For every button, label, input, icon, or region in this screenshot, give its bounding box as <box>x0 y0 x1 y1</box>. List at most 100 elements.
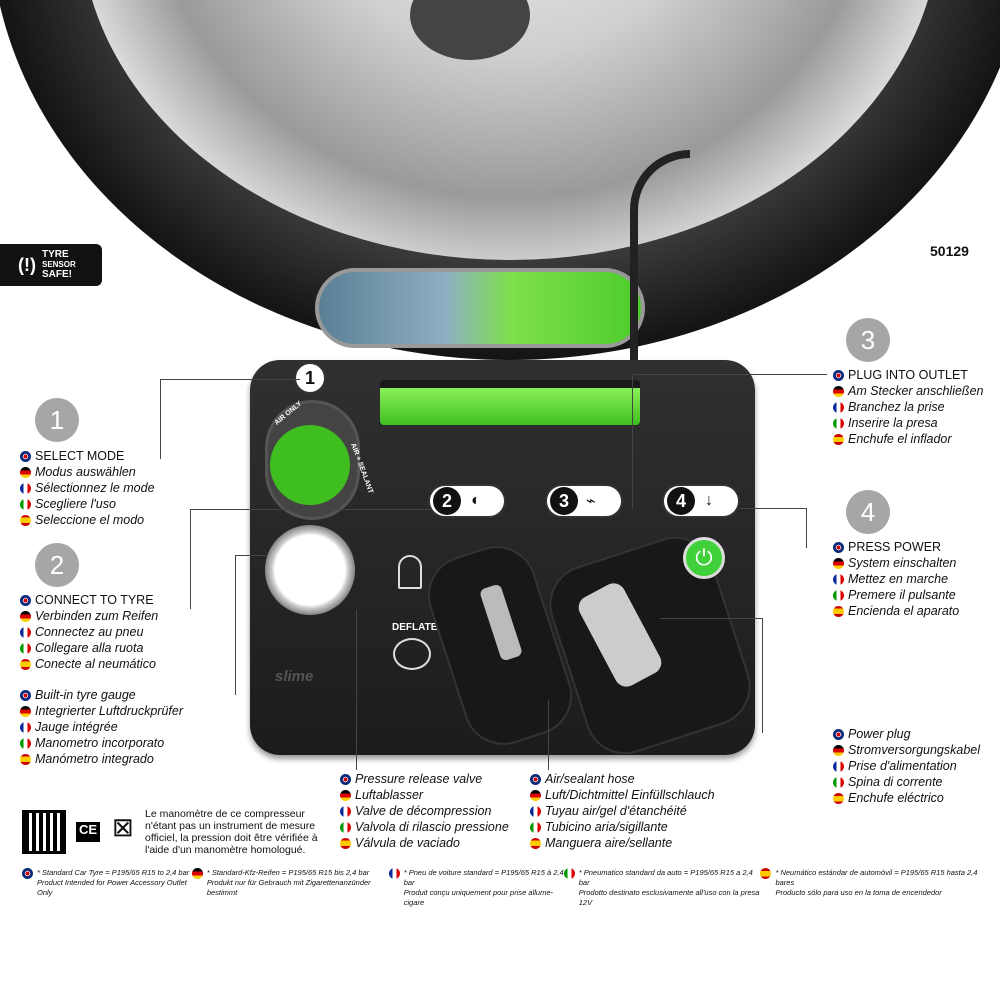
de-flag-icon <box>20 705 31 717</box>
list-item: Verbinden zum Reifen <box>20 608 158 624</box>
footer-note: * Neumático estándar de automóvil = P195… <box>760 868 982 908</box>
it-flag-icon <box>833 776 844 788</box>
list-item: Valve de décompression <box>340 803 509 819</box>
step-4-marker: 4↓ <box>662 484 740 518</box>
fr-flag-icon <box>340 805 351 817</box>
weee-bin-icon: ⊠ <box>112 812 134 842</box>
uk-flag-icon <box>833 541 844 553</box>
es-flag-icon <box>20 753 31 765</box>
item-text: Verbinden zum Reifen <box>35 609 159 623</box>
it-flag-icon <box>833 417 844 429</box>
list-item: Power plug <box>833 726 980 742</box>
fr-flag-icon <box>20 626 31 638</box>
item-text: Tuyau air/gel d'étanchéité <box>545 804 687 818</box>
list-item: Válvula de vaciado <box>340 835 509 851</box>
item-text: Power plug <box>848 727 911 741</box>
leader-line <box>356 610 357 770</box>
list-item: Manguera aire/sellante <box>530 835 715 851</box>
leader-line <box>740 508 806 509</box>
footer-note: * Standard Car Tyre = P195/65 R15 to 2,4… <box>22 868 192 908</box>
fr-flag-icon <box>833 760 844 772</box>
fr-flag-icon <box>20 482 31 494</box>
step-number: 4 <box>667 487 695 515</box>
leader-line <box>762 618 763 733</box>
item-text: Enchufe el inflador <box>848 432 952 446</box>
item-text: Enchufe eléctrico <box>848 791 944 805</box>
rim-hub <box>410 0 530 60</box>
item-text: Valvola di rilascio pressione <box>355 820 509 834</box>
deflate-label: DEFLATE <box>392 622 438 633</box>
leader-line <box>806 508 807 548</box>
list-item: System einschalten <box>833 555 959 571</box>
item-text: Manómetro integrado <box>35 752 154 766</box>
list-item: Mettez en marche <box>833 571 959 587</box>
uk-flag-icon <box>530 773 541 785</box>
step-2-number: 2 <box>35 543 79 587</box>
leader-line <box>632 374 633 509</box>
badge-line: SENSOR <box>41 260 76 269</box>
list-item: Am Stecker anschließen <box>833 383 983 399</box>
list-item: Pressure release valve <box>340 771 509 787</box>
list-item: Sélectionnez le mode <box>20 480 155 496</box>
de-flag-icon <box>20 466 31 478</box>
es-flag-icon <box>530 837 541 849</box>
footer-note: * Pneumatico standard da auto = P195/65 … <box>563 868 761 908</box>
it-flag-icon <box>20 737 31 749</box>
footer-line: * Neumático estándar de automóvil = P195… <box>775 868 978 887</box>
item-text: Seleccione el modo <box>35 513 145 527</box>
list-item: Conecte al neumático <box>20 656 158 672</box>
es-flag-icon <box>833 433 844 445</box>
list-item: Tubicino aria/sigillante <box>530 819 715 835</box>
list-item: Stromversorgungskabel <box>833 742 980 758</box>
item-text: Am Stecker anschließen <box>848 384 984 398</box>
list-item: Valvola di rilascio pressione <box>340 819 509 835</box>
fr-flag-icon <box>833 573 844 585</box>
list-item: Inserire la presa <box>833 415 983 431</box>
green-handle <box>380 380 640 425</box>
qr-code[interactable] <box>22 810 66 854</box>
brand-logo: slime <box>275 668 314 685</box>
list-item: Encienda el aparato <box>833 603 959 619</box>
it-flag-icon <box>563 868 575 879</box>
list-item: SELECT MODE <box>20 448 155 464</box>
sealant-cutaway-window <box>315 268 645 348</box>
power-icon: ⏻ <box>695 545 713 570</box>
de-flag-icon <box>191 868 203 879</box>
power-button[interactable]: ⏻ <box>683 537 725 579</box>
item-text: Scegliere l'uso <box>35 497 116 511</box>
item-text: Prise d'alimentation <box>848 759 957 773</box>
leader-line <box>160 379 300 380</box>
footer-notes: * Standard Car Tyre = P195/65 R15 to 2,4… <box>22 868 982 908</box>
list-item: Integrierter Luftdruckprüfer <box>20 703 183 719</box>
list-item: Built-in tyre gauge <box>20 687 183 703</box>
plug-icon: ⌁ <box>586 493 596 510</box>
step-number: 3 <box>550 487 578 515</box>
fr-flag-icon <box>388 868 400 879</box>
leader-line <box>235 555 236 695</box>
step-2-marker: 2◐ <box>428 484 506 518</box>
es-flag-icon <box>833 792 844 804</box>
list-item: Enchufe eléctrico <box>833 790 980 806</box>
uk-flag-icon <box>833 369 844 381</box>
footer-line: * Pneumatico standard da auto = P195/65 … <box>578 868 753 887</box>
uk-flag-icon <box>20 594 31 606</box>
footer-line: Producto sólo para uso en la toma de enc… <box>775 888 942 897</box>
footer-line: Prodotto destinato esclusivamente all'us… <box>578 888 760 907</box>
list-item: Luftablasser <box>340 787 509 803</box>
de-flag-icon <box>833 744 844 756</box>
deflate-gauge-icon[interactable] <box>393 638 431 670</box>
uk-flag-icon <box>20 450 31 462</box>
mode-dial[interactable] <box>270 425 350 505</box>
de-flag-icon <box>833 557 844 569</box>
list-item: Tuyau air/gel d'étanchéité <box>530 803 715 819</box>
item-text: Inserire la presa <box>848 416 938 430</box>
list-item: Branchez la prise <box>833 399 983 415</box>
leader-line <box>235 555 267 556</box>
uk-flag-icon <box>833 728 844 740</box>
list-item: CONNECT TO TYRE <box>20 592 158 608</box>
footer-line: * Standard Car Tyre = P195/65 R15 to 2,4… <box>37 868 190 877</box>
tyre-icon: ◐ <box>471 492 481 509</box>
item-text: PRESS POWER <box>848 540 942 554</box>
uk-flag-icon <box>22 868 33 879</box>
